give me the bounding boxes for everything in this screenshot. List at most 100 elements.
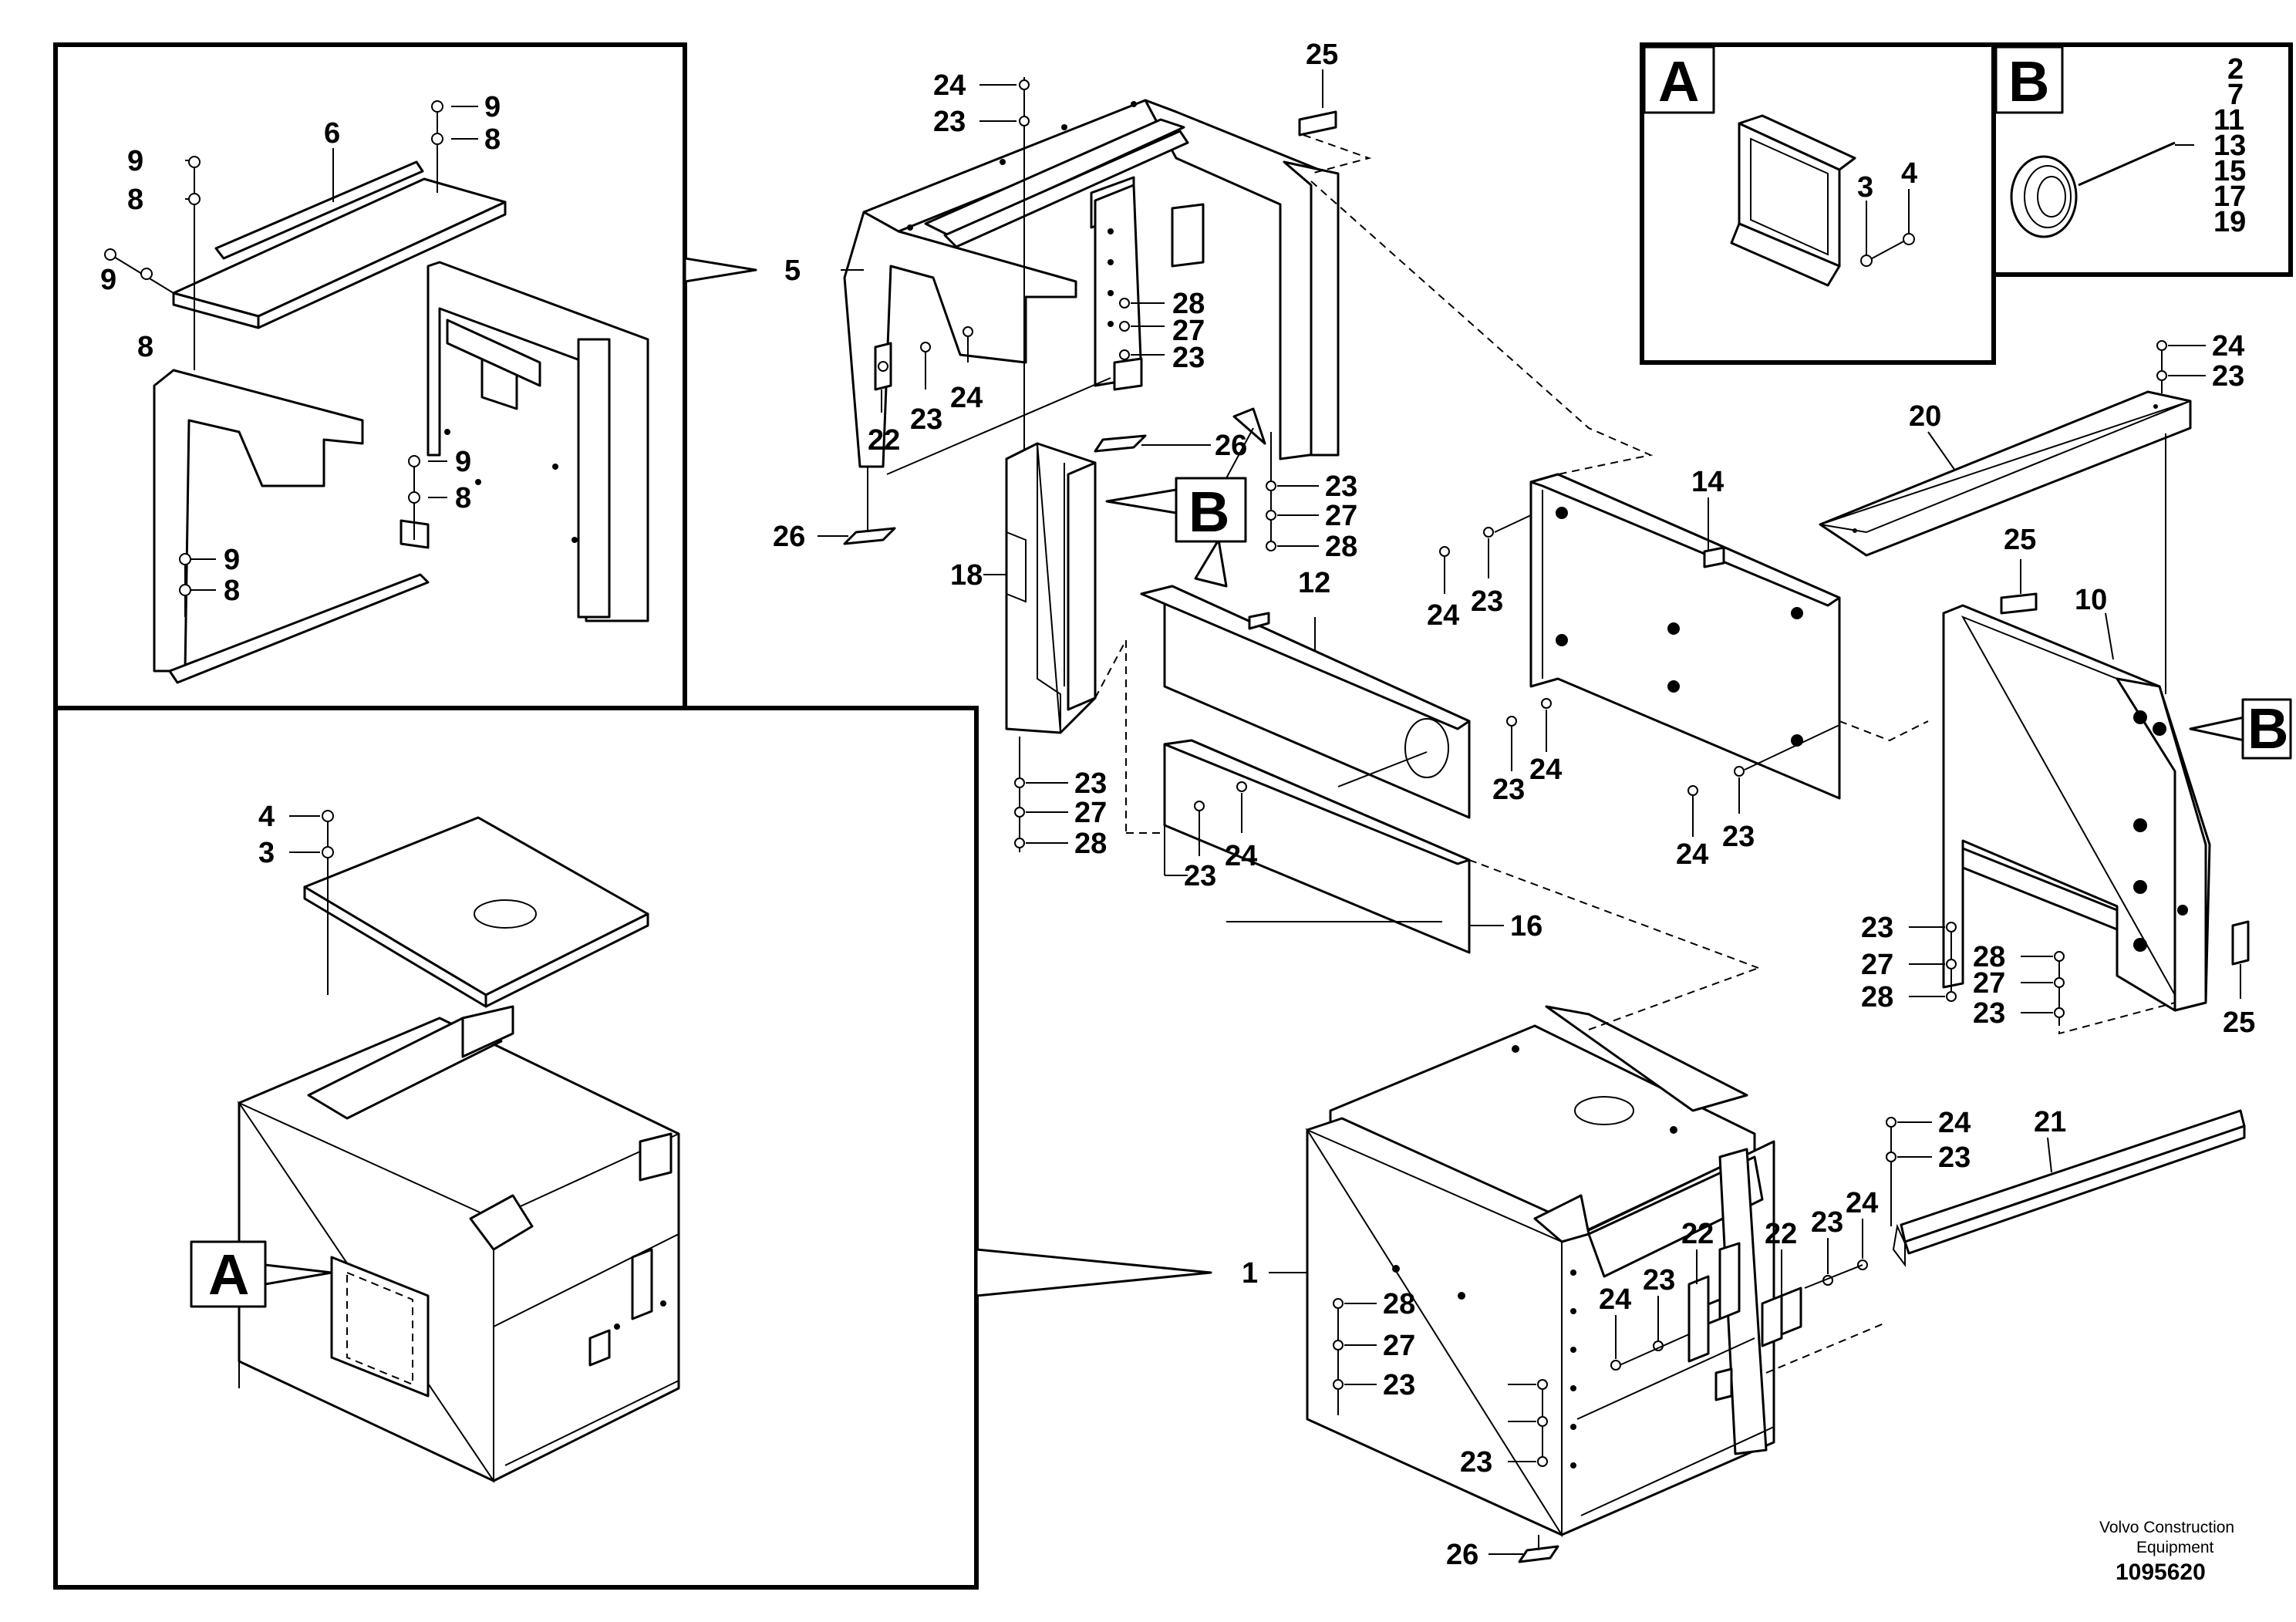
inset-bottom-base-assembly bbox=[237, 816, 680, 1484]
label-8: 8 bbox=[127, 184, 143, 216]
label-27: 27 bbox=[1973, 967, 2005, 1000]
detail-b-cable-assembly bbox=[2010, 141, 2194, 238]
label-10: 10 bbox=[2075, 584, 2107, 616]
callout-a-letter: A bbox=[208, 1243, 249, 1307]
label-9: 9 bbox=[224, 544, 240, 576]
label-3: 3 bbox=[1857, 171, 1873, 204]
label-11: 11 bbox=[2213, 104, 2244, 137]
label-27: 27 bbox=[1325, 500, 1357, 532]
label-8: 8 bbox=[484, 123, 501, 156]
label-24: 24 bbox=[1599, 1283, 1631, 1316]
label-20: 20 bbox=[1909, 400, 1941, 433]
label-19: 19 bbox=[2213, 206, 2246, 238]
label-8: 8 bbox=[137, 331, 153, 363]
label-23: 23 bbox=[910, 403, 942, 436]
label-9: 9 bbox=[455, 446, 471, 478]
tag-25-right bbox=[2231, 920, 2250, 966]
callout-b-reference-right: B bbox=[2189, 696, 2292, 760]
label-3: 3 bbox=[258, 837, 275, 869]
label-14: 14 bbox=[1691, 466, 1724, 498]
part-14-panel bbox=[1529, 473, 1841, 800]
callout-a-reference: A bbox=[190, 1240, 333, 1388]
label-23: 23 bbox=[1938, 1141, 1971, 1174]
label-22: 22 bbox=[868, 424, 900, 457]
inset-top-frame-assembly bbox=[153, 160, 649, 684]
label-28: 28 bbox=[1861, 981, 1893, 1013]
drawing-number: 1095620 bbox=[2116, 1560, 2206, 1585]
label-28: 28 bbox=[1383, 1288, 1415, 1320]
label-23: 23 bbox=[1172, 342, 1205, 374]
label-23: 23 bbox=[2212, 360, 2244, 393]
label-21: 21 bbox=[2034, 1106, 2066, 1138]
label-24: 24 bbox=[1225, 840, 1257, 872]
label-26: 26 bbox=[1215, 430, 1247, 462]
label-23: 23 bbox=[1460, 1446, 1492, 1479]
label-23: 23 bbox=[1643, 1264, 1675, 1297]
label-23: 23 bbox=[1973, 997, 2005, 1030]
label-23: 23 bbox=[1074, 767, 1107, 800]
label-24: 24 bbox=[1676, 838, 1708, 871]
label-7: 7 bbox=[2227, 79, 2244, 111]
label-27: 27 bbox=[1861, 949, 1893, 981]
tag-25-side bbox=[2000, 592, 2038, 615]
label-23: 23 bbox=[1325, 470, 1357, 503]
callout-b-header: B bbox=[1994, 46, 2064, 114]
label-27: 27 bbox=[1074, 797, 1107, 829]
detail-a-bracket bbox=[1730, 114, 1915, 287]
label-22: 22 bbox=[1765, 1218, 1797, 1250]
inset-pointer-top bbox=[683, 257, 757, 283]
label-8: 8 bbox=[224, 575, 240, 607]
label-6: 6 bbox=[324, 117, 340, 150]
label-13: 13 bbox=[2213, 130, 2246, 162]
inset-frame-bottom-left bbox=[53, 706, 979, 1590]
label-5: 5 bbox=[784, 255, 801, 287]
callout-b-right-letter: B bbox=[2247, 696, 2288, 760]
callout-b-letter: B bbox=[1188, 480, 1229, 544]
label-23: 23 bbox=[1722, 821, 1755, 853]
label-27: 27 bbox=[1383, 1330, 1415, 1362]
part-10-side-frame bbox=[1942, 604, 2211, 1012]
label-23: 23 bbox=[1811, 1206, 1843, 1239]
label-26: 26 bbox=[773, 521, 805, 553]
bracket-22-b bbox=[1780, 1286, 1802, 1336]
label-9: 9 bbox=[100, 264, 116, 296]
label-26: 26 bbox=[1446, 1539, 1478, 1571]
label-15: 15 bbox=[2213, 155, 2246, 187]
label-2: 2 bbox=[2227, 53, 2244, 86]
bracket-22-a bbox=[1687, 1275, 1710, 1363]
label-25: 25 bbox=[1306, 39, 1338, 71]
label-18: 18 bbox=[950, 559, 983, 592]
label-23: 23 bbox=[1471, 585, 1503, 618]
company-name-line1: Volvo Construction bbox=[2099, 1519, 2234, 1536]
label-9: 9 bbox=[484, 91, 501, 123]
label-24: 24 bbox=[950, 382, 983, 414]
detail-frame-b bbox=[1991, 42, 2293, 277]
label-28: 28 bbox=[1325, 531, 1357, 563]
label-23: 23 bbox=[1184, 860, 1216, 892]
part-18-channel bbox=[1005, 442, 1097, 734]
inset-pointer-bottom bbox=[975, 1248, 1212, 1297]
callout-b-reference-mid: B bbox=[1105, 407, 1266, 588]
label-9: 9 bbox=[127, 145, 143, 177]
upper-frame-assembly bbox=[843, 99, 1340, 475]
label-12: 12 bbox=[1298, 567, 1330, 599]
callout-a-header: A bbox=[1643, 46, 1715, 114]
label-28: 28 bbox=[1172, 288, 1205, 320]
label-24: 24 bbox=[2212, 330, 2244, 363]
label-25: 25 bbox=[2004, 524, 2036, 556]
part-16-panel bbox=[1163, 739, 1471, 954]
label-8: 8 bbox=[455, 482, 471, 514]
label-24: 24 bbox=[933, 69, 966, 102]
part-12-panel bbox=[1140, 585, 1471, 819]
label-28: 28 bbox=[1074, 828, 1107, 860]
label-16: 16 bbox=[1510, 910, 1542, 943]
callout-b-header-letter: B bbox=[2008, 49, 2049, 113]
label-24: 24 bbox=[1938, 1107, 1971, 1139]
label-24: 24 bbox=[1846, 1187, 1878, 1219]
label-27: 27 bbox=[1172, 315, 1205, 347]
label-17: 17 bbox=[2213, 180, 2246, 213]
callout-a-header-letter: A bbox=[1658, 49, 1699, 113]
main-base-frame bbox=[1305, 1005, 1775, 1538]
label-28: 28 bbox=[1973, 941, 2005, 973]
